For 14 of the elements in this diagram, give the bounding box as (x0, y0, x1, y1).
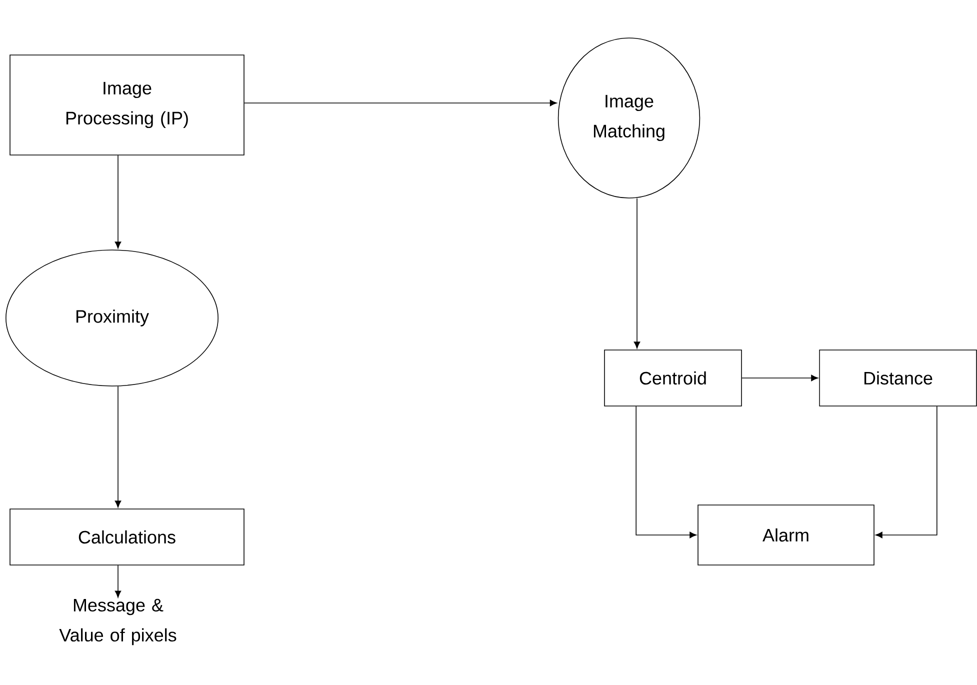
process-box: Alarm (698, 504, 874, 566)
process-box: Centroid (604, 350, 742, 406)
arrow (244, 100, 557, 106)
process-box: Distance (819, 350, 977, 406)
process-box: Calculations (10, 508, 244, 566)
process-box: Image Processing (IP) (10, 54, 244, 156)
arrow (114, 386, 122, 508)
arrow (875, 406, 938, 538)
arrow (634, 198, 640, 349)
output-text: Message & Value of pixels (59, 598, 176, 646)
arrow (114, 155, 122, 249)
arrow (636, 406, 697, 538)
arrow (742, 374, 818, 382)
arrow (114, 565, 122, 598)
